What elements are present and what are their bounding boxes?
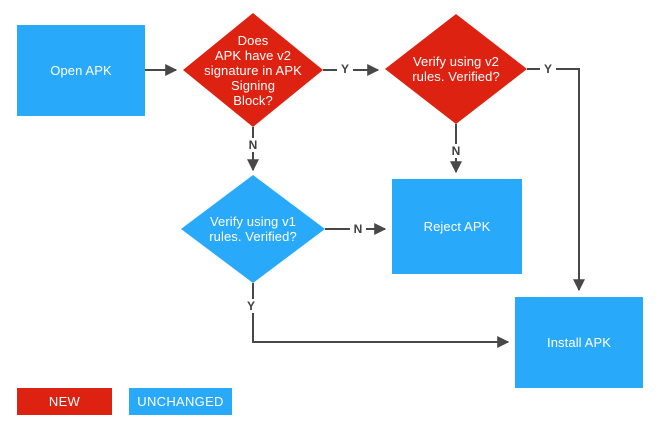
- legend-chip-unchanged: UNCHANGED: [129, 388, 232, 415]
- legend-chip-new: NEW: [17, 388, 112, 415]
- shape-has-v2-signature[interactable]: [183, 13, 323, 127]
- shape-verify-v1[interactable]: [181, 175, 325, 283]
- shape-reject-apk[interactable]: [392, 179, 522, 274]
- edge-verifyv1-yes-seg2: [252, 313, 510, 348]
- shape-install-apk[interactable]: [515, 297, 643, 388]
- edge-verifyv2-yes-seg2: [556, 68, 585, 292]
- shape-open-apk[interactable]: [17, 25, 145, 116]
- shape-verify-v2[interactable]: [385, 14, 527, 124]
